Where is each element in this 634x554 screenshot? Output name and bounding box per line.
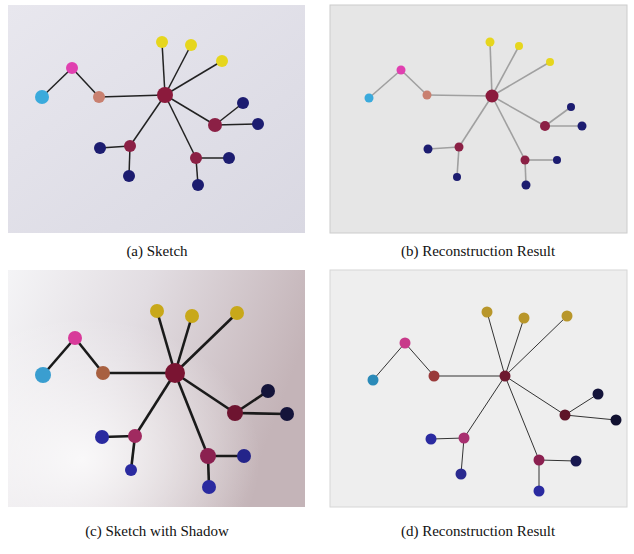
subfigure-caption: (a) Sketch xyxy=(126,243,187,260)
reconstruction-graph xyxy=(330,5,627,233)
shadowed-sketch-photo xyxy=(8,270,305,507)
subfigure-caption: (b) Reconstruction Result xyxy=(401,243,555,260)
subfigure-caption: (d) Reconstruction Result xyxy=(401,523,555,540)
sketch-photo xyxy=(8,5,305,233)
subfigure-caption: (c) Sketch with Shadow xyxy=(85,523,229,540)
reconstruction-graph xyxy=(330,270,627,507)
